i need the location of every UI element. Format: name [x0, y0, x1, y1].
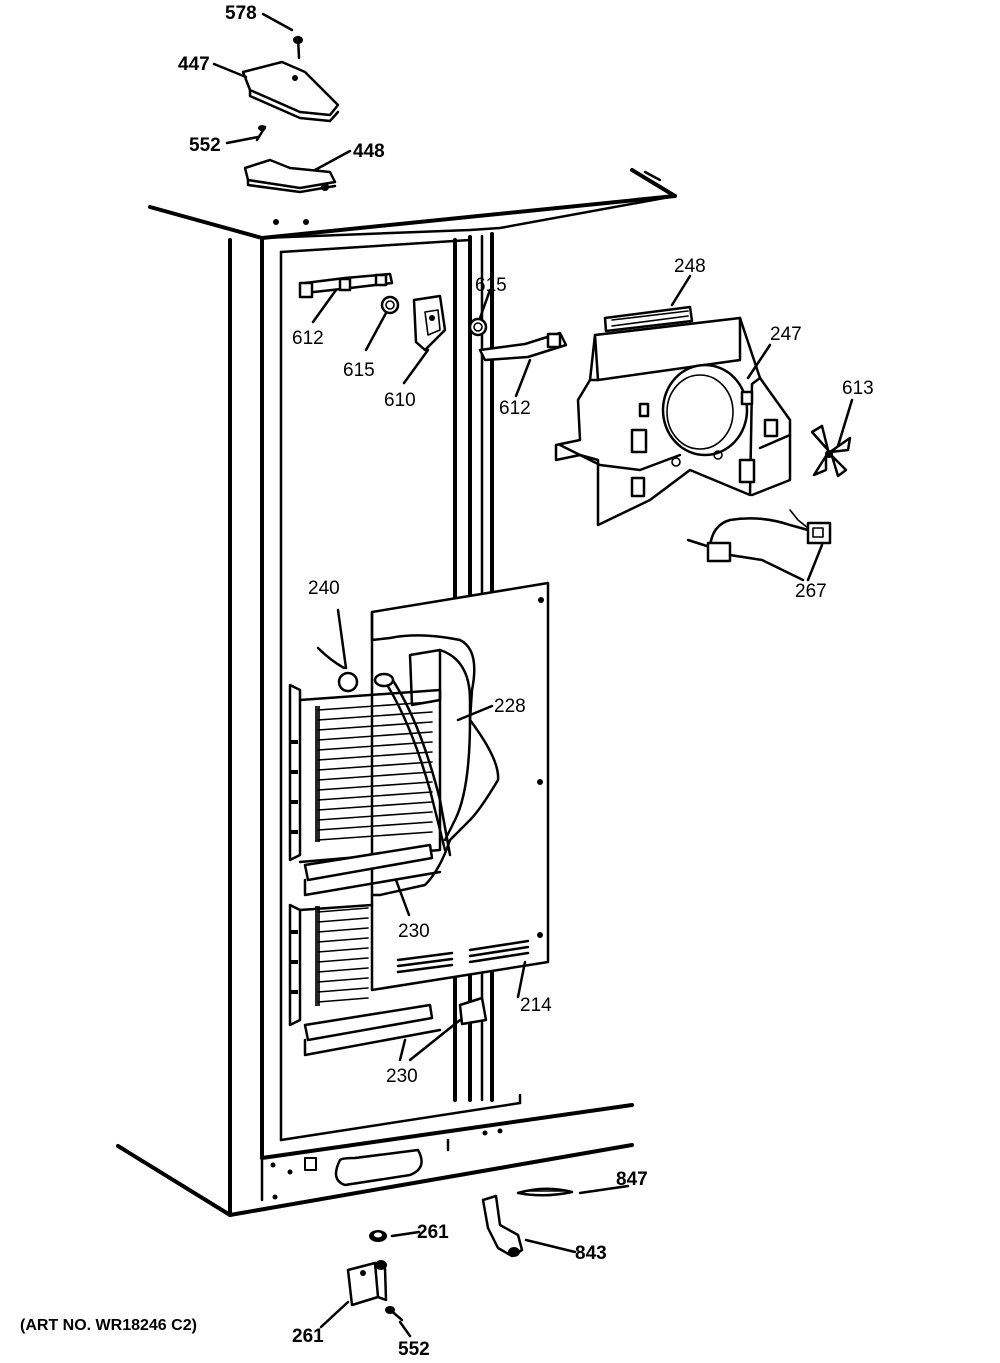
leader-lines — [212, 12, 854, 1338]
top-hinge-assembly — [241, 35, 340, 194]
evaporator-coils — [288, 646, 488, 1057]
label-552-bottom: 552 — [398, 1339, 430, 1360]
label-615-right: 615 — [475, 275, 507, 296]
label-214: 214 — [520, 995, 552, 1016]
label-447: 447 — [178, 54, 210, 75]
label-247: 247 — [770, 324, 802, 345]
label-228: 228 — [494, 696, 526, 717]
label-578: 578 — [225, 3, 257, 24]
part-labels: 578 447 552 448 248 615 612 615 610 612 … — [20, 3, 874, 1360]
label-615-left: 615 — [343, 360, 375, 381]
label-613: 613 — [842, 378, 874, 399]
label-240: 240 — [308, 578, 340, 599]
label-612-right: 612 — [499, 398, 531, 419]
wire-harness — [686, 509, 832, 563]
evaporator-cover — [370, 581, 550, 992]
fan-blade — [810, 424, 852, 478]
label-610: 610 — [384, 390, 416, 411]
art-number: (ART NO. WR18246 C2) — [20, 1317, 197, 1334]
label-267: 267 — [795, 581, 827, 602]
label-248: 248 — [674, 256, 706, 277]
label-843: 843 — [575, 1243, 607, 1264]
label-261-washer: 261 — [417, 1222, 449, 1243]
upper-controls — [298, 272, 568, 362]
label-230-upper: 230 — [398, 921, 430, 942]
label-552-top: 552 — [189, 135, 221, 156]
label-847: 847 — [616, 1169, 648, 1190]
label-261-hinge: 261 — [292, 1326, 324, 1347]
label-448: 448 — [353, 141, 385, 162]
bottom-parts — [346, 1187, 574, 1322]
label-612-left: 612 — [292, 328, 324, 349]
label-230-lower: 230 — [386, 1066, 418, 1087]
fan-housing — [554, 305, 792, 527]
